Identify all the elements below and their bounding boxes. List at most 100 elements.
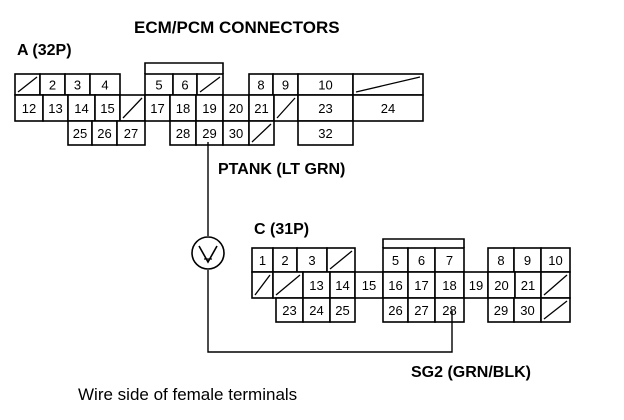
connector-c-terminal-5: 5 [382,247,409,273]
connector-c-terminal-24: 24 [302,297,331,323]
connector-a-terminal-number: 19 [202,101,216,116]
connector-a-terminal-number: 13 [48,101,62,116]
connector-a-terminal-27: 27 [116,120,146,146]
connector-a-terminal-17: 17 [144,94,171,122]
test-wiring [191,142,453,353]
connector-c-terminal-blank [540,271,571,299]
connector-a-terminal-8: 8 [248,73,274,96]
connector-a-terminal-blank [273,94,299,122]
connector-a-terminal-10: 10 [297,73,354,96]
connector-c-terminal-14: 14 [329,271,356,299]
connector-c-terminal-number: 16 [388,278,402,293]
connector-a-terminal-number: 17 [150,101,164,116]
connector-c-terminal-25: 25 [329,297,356,323]
connector-c-terminal-number: 29 [494,303,508,318]
connector-c-terminal-number: 18 [442,278,456,293]
connector-c-terminal-19: 19 [463,271,489,299]
connector-a-lock-tab [144,62,224,74]
connector-c-terminal-18: 18 [434,271,465,299]
connector-a-terminal-number: 23 [318,101,332,116]
connector-c-terminal-number: 1 [259,253,266,268]
connector-a-terminal-blank [119,94,146,122]
connector-c-terminal-number: 30 [520,303,534,318]
connector-c-terminal-1: 1 [251,247,274,273]
connector-c-terminal-9: 9 [513,247,542,273]
connector-c-terminal-number: 2 [281,253,288,268]
connector-a-terminal-number: 30 [229,126,243,141]
connector-c-terminal-29: 29 [487,297,515,323]
connector-a-terminal-number: 24 [381,101,395,116]
connector-a-terminal-number: 5 [155,78,162,93]
connector-c-terminal-number: 7 [446,253,453,268]
connector-a-terminal-number: 20 [229,101,243,116]
connector-c-terminal-10: 10 [540,247,571,273]
connector-a-terminal-26: 26 [91,120,118,146]
connector-a-terminal-5: 5 [144,73,174,96]
connector-a-terminal-9: 9 [272,73,299,96]
connector-c-terminal-26: 26 [382,297,409,323]
connector-a-terminal-number: 12 [22,101,36,116]
connector-a-terminal-20: 20 [222,94,250,122]
connector-c-terminal-2: 2 [272,247,298,273]
connector-c-terminal-13: 13 [302,271,331,299]
connector-c-label: C (31P) [254,221,310,238]
sg2-wire-label: SG2 (GRN/BLK) [411,364,531,381]
connector-a-terminal-14: 14 [67,94,96,122]
connector-a-terminal-number: 25 [73,126,87,141]
connector-a-label: A (32P) [17,42,72,59]
connector-c-terminal-20: 20 [487,271,516,299]
connector-a-terminal-blank [196,73,224,96]
connector-c-terminal-blank [540,297,571,323]
connector-a-terminal-number: 27 [124,126,138,141]
connector-a-terminal-25: 25 [67,120,93,146]
connector-c-terminal-number: 10 [548,253,562,268]
connector-c-terminal-28: 28 [434,297,465,323]
connector-a-terminal-number: 14 [74,101,88,116]
connector-c-terminal-8: 8 [487,247,515,273]
connector-a-terminal-30: 30 [222,120,250,146]
connector-c-terminal-number: 17 [414,278,428,293]
connector-c-terminal-number: 19 [469,278,483,293]
connector-c-lock-tab [382,238,465,248]
connector-a-terminal-15: 15 [94,94,121,122]
connector-c-terminal-number: 8 [497,253,504,268]
connector-a-terminal-number: 29 [202,126,216,141]
connector-a-terminal-29: 29 [195,120,224,146]
sg2-wire [207,270,453,353]
connector-a-terminal-13: 13 [42,94,69,122]
connector-c-terminal-number: 6 [418,253,425,268]
connector-c-terminal-blank [251,271,274,299]
connector-c-terminal-3: 3 [296,247,328,273]
connector-c-terminal-27: 27 [407,297,436,323]
connector-c-terminal-number: 26 [388,303,402,318]
connector-c-terminal-15: 15 [354,271,384,299]
connector-c-terminal-number: 23 [282,303,296,318]
connector-c-terminal-number: 13 [309,278,323,293]
connector-a-terminal-number: 15 [100,101,114,116]
connector-c-terminal-number: 28 [442,303,456,318]
connector-c-terminal-21: 21 [514,271,542,299]
connector-c-terminal-number: 20 [494,278,508,293]
voltmeter-icon [191,236,225,270]
connector-a-terminal-number: 10 [318,78,332,93]
connector-c-terminal-blank [272,271,304,299]
connector-c-terminal-16: 16 [382,271,409,299]
connector-c-terminal-number: 21 [521,278,535,293]
connector-c-terminal-number: 25 [335,303,349,318]
connector-c-terminal-number: 15 [362,278,376,293]
connector-a-terminal-number: 32 [318,126,332,141]
connector-a-terminal-number: 2 [49,78,56,93]
connector-a-terminal-number: 28 [176,126,190,141]
connector-a-terminal-blank [14,73,41,96]
connector-c-terminal-number: 24 [309,303,323,318]
connector-a-terminal-23: 23 [297,94,354,122]
connector-a-terminal-number: 26 [97,126,111,141]
connector-a-terminal-number: 3 [74,78,81,93]
caption: Wire side of female terminals [78,385,298,404]
connector-a-terminal-2: 2 [39,73,66,96]
connector-a-terminal-32: 32 [297,120,354,146]
connector-a-terminal-4: 4 [89,73,121,96]
